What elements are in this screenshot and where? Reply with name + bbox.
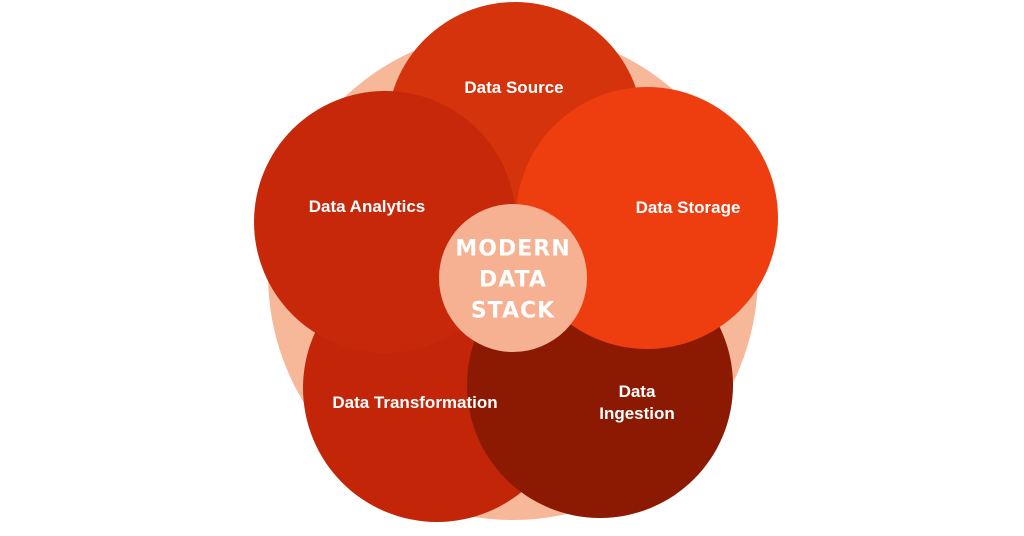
center-title-line-2: DATA <box>479 267 547 293</box>
center-title: MODERN DATA STACK <box>448 234 578 327</box>
center-hub <box>439 204 587 352</box>
label-data-analytics: Data Analytics <box>308 197 426 216</box>
center-title-line-3: STACK <box>470 298 556 324</box>
label-data-transformation: Data Transformation <box>332 393 498 412</box>
label-data-ingestion: Data Ingestion <box>599 382 675 423</box>
label-data-storage: Data Storage <box>635 198 741 217</box>
label-data-source: Data Source <box>464 78 564 97</box>
center-title-line-1: MODERN <box>455 236 571 262</box>
